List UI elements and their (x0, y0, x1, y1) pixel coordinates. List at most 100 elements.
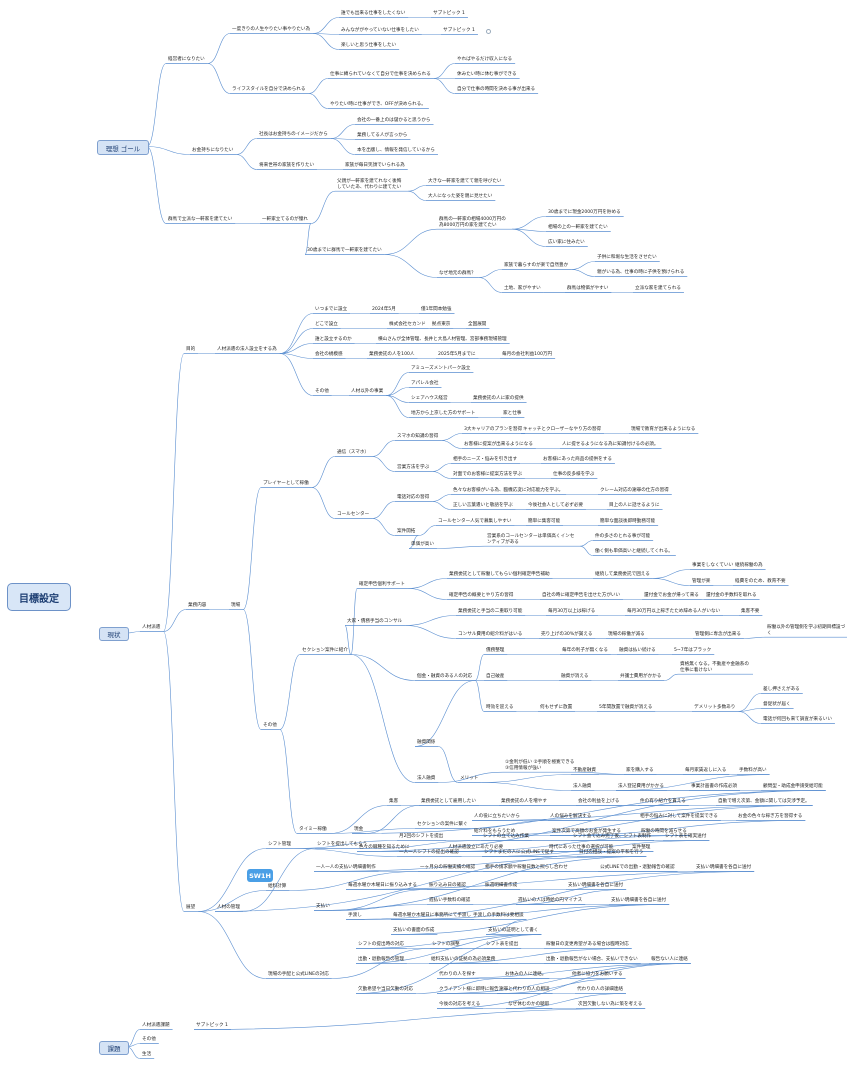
topic-node[interactable]: 30歳までに現金2000万円を貯める (548, 210, 621, 215)
topic-node[interactable]: 法人融資 (417, 776, 436, 781)
topic-node[interactable]: 人材以外の事業 (351, 389, 384, 394)
topic-node[interactable]: 事業をしなくていい (692, 563, 734, 568)
topic-node[interactable]: ①金利が低い ②手順を極寛できる ③信用情報が強い (505, 760, 575, 771)
topic-node[interactable]: 手数料が高い (739, 768, 767, 773)
topic-node[interactable]: 還付金でお金が帰って来る (644, 593, 699, 598)
topic-node[interactable]: 管理が楽 (692, 579, 711, 584)
topic-node[interactable]: 営業方法を学ぶ (397, 465, 430, 470)
topic-node[interactable]: 人に提せるようになる為に知識付けるの必須。 (562, 442, 659, 447)
topic-node[interactable]: 簡単な面談後即時勤務可能 (600, 519, 656, 524)
topic-node[interactable]: 案件次第で高額のお金が発生する (552, 829, 621, 834)
topic-node[interactable]: シフトを提出してもらう (317, 842, 368, 847)
topic-node[interactable]: 月2回のシフトを提出 (399, 834, 444, 839)
topic-node[interactable]: コールセンター人気で募集しやすい (438, 519, 512, 524)
topic-node[interactable]: 毎週水曜か木曜日に事務所にて手渡し (393, 913, 472, 918)
topic-node[interactable]: 通信（スマホ） (337, 450, 370, 455)
topic-node[interactable]: やりたい時に仕事ができ、OFFが決められる。 (330, 102, 426, 107)
topic-node[interactable]: 群馬の一軒家の相場4000万円の為8000万円の家を建てたい (439, 217, 506, 228)
topic-node[interactable]: 電話が何回も来て調査が来るいい (763, 717, 832, 722)
topic-node[interactable]: 融資は払い続ける (619, 648, 656, 653)
topic-node[interactable]: 現場で教育が出来るようになる (631, 427, 696, 432)
topic-node[interactable]: 3大キャリアのプランを習得 (464, 427, 523, 432)
topic-node[interactable]: お客様に提案が出来るようになる (464, 442, 533, 447)
topic-node[interactable]: 振り込み日の確認 (429, 883, 466, 888)
topic-node[interactable]: 広い家に住みたい (548, 240, 585, 245)
category-ideal[interactable]: 理想 ゴール (97, 140, 149, 155)
topic-node[interactable]: 件の有り紹介を貰える (640, 799, 686, 804)
topic-node[interactable]: その他 (315, 389, 329, 394)
topic-node[interactable]: 本を出版し、情報を発信しているから (357, 148, 435, 153)
topic-node[interactable]: 一軒家立てるのが憧れ (262, 217, 308, 222)
topic-node[interactable]: 今後の対応を考える (439, 1002, 481, 1007)
topic-node[interactable]: セクション案件に紹介 (302, 648, 348, 653)
topic-node[interactable]: 件の多さのとれる事が可能 (595, 534, 651, 539)
topic-node[interactable]: 土地、家がやすい (504, 286, 541, 291)
topic-node[interactable]: デメリット多数あり (694, 705, 736, 710)
topic-node[interactable]: 父親が一軒家を建てれなく後悔していたあ、代わりに建てたい (337, 179, 402, 190)
topic-node[interactable]: 差し押さえがある (763, 687, 800, 692)
topic-node[interactable]: 売り上げの30%が貰える (541, 632, 593, 637)
topic-node[interactable]: 出勤・退勤報告がない場合、支払いできない (546, 957, 638, 962)
topic-node[interactable]: 2024年5月 (372, 307, 396, 312)
topic-node[interactable]: 2025年5月までに (438, 352, 476, 357)
topic-node[interactable]: 群馬は物価がやすい (567, 286, 609, 291)
topic-node[interactable]: 確定申告の概要とやり方の習得 (449, 593, 514, 598)
topic-node[interactable]: 自己破産 (486, 674, 505, 679)
topic-node[interactable]: 親がいる為、仕事の時に子供を預けられる (597, 270, 685, 275)
topic-node[interactable]: 次回欠勤しない為に策を考える (578, 1002, 643, 1007)
topic-node[interactable]: 相手のニーズ・悩みを引き出す (453, 457, 518, 462)
topic-node[interactable]: 社長はお金持ちのイメージだから (259, 132, 328, 137)
topic-node[interactable]: なぜ地元の群馬？ (439, 271, 476, 276)
topic-node[interactable]: セクションの案件に繋ぐ (417, 822, 468, 827)
topic-node[interactable]: 一人一人シフトの提出の確認 (399, 850, 459, 855)
topic-node[interactable]: 現場の稼働が減る (608, 632, 645, 637)
topic-node[interactable]: 資格無くなる。不動産や金融系の仕事に着けない (680, 662, 749, 673)
topic-node[interactable]: 株式会社セカンド (389, 322, 426, 327)
topic-node[interactable]: 僅1年間本勉強 (421, 307, 452, 312)
topic-node[interactable]: 人の役に立ちたいから (474, 814, 520, 819)
topic-node[interactable]: 債務整理 (486, 648, 505, 653)
topic-node[interactable]: 30歳までに群馬で一軒家を建てたい (307, 248, 382, 253)
topic-node[interactable]: 業務委託として雇用したい (421, 799, 476, 804)
topic-node[interactable]: 業務委託の人に家の提供 (473, 396, 524, 401)
topic-node[interactable]: 相場の上の一軒家を建てたい (548, 225, 608, 230)
topic-node[interactable]: 将来世帯の家族を作りたい (259, 163, 315, 168)
topic-node[interactable]: 公式LINEでの出勤・退勤報告の確認 (600, 865, 675, 870)
topic-node[interactable]: 大きな一軒家を建てて親を呼びたい (428, 179, 502, 184)
topic-node[interactable]: 一ヶ月分の稼働実績の確認 (420, 865, 476, 870)
topic-node[interactable]: 時代にあった仕事の選択が可能 (549, 845, 614, 850)
topic-node[interactable]: 業務委託として稼働してもらい個利確定申告補助 (449, 572, 550, 577)
topic-node[interactable]: 簡単に集客可能 (528, 519, 561, 524)
topic-node[interactable]: 業務内容 (188, 603, 207, 608)
topic-node[interactable]: 楽しいと思う仕事をしたい (341, 43, 397, 48)
topic-node[interactable]: 今後社会人として必ず必要 (528, 503, 583, 508)
topic-node[interactable]: 拠点東京 (432, 322, 451, 327)
topic-node[interactable]: シフトまだの人に公式LINEで促す (484, 850, 554, 855)
topic-node[interactable]: 継続稼働の為 (735, 563, 763, 568)
topic-node[interactable]: 5年間放置で融資が消える (599, 705, 653, 710)
topic-node[interactable]: 手渡し (348, 913, 362, 918)
topic-node[interactable]: 地方から上京した方のサポート (411, 411, 476, 416)
topic-node[interactable]: 人材の管理 (217, 905, 240, 910)
topic-node[interactable]: 案件整理 (632, 845, 651, 850)
topic-node[interactable]: 週払い手数料の確認 (429, 898, 471, 903)
topic-node[interactable]: 対面でのお客様に提案方法を学ぶ (453, 472, 522, 477)
topic-node[interactable]: シフトの提出時の対応 (358, 942, 404, 947)
topic-node[interactable]: 支払いの書面の作成 (393, 928, 435, 933)
topic-node[interactable]: 毎週水曜か木曜日に振り込みする (348, 883, 417, 888)
topic-node[interactable]: 家と仕事 (503, 411, 522, 416)
topic-node[interactable]: 融資関係 (417, 740, 436, 745)
topic-node[interactable]: 法人登記費用がかかる (618, 784, 664, 789)
topic-node[interactable]: 給料支払いの証拠の為必須業務 (431, 957, 496, 962)
topic-node[interactable]: 大人になった姿を親に見せたい (428, 194, 493, 199)
topic-node[interactable]: その他 (263, 723, 277, 728)
topic-node[interactable]: 支払い明細書を各自に送付 (611, 898, 667, 903)
category-current[interactable]: 現状 (99, 627, 129, 641)
topic-node[interactable]: 誰と設立するのか (315, 337, 352, 342)
topic-node[interactable]: シェアハウス経営 (411, 396, 448, 401)
topic-node[interactable]: 人材派遣 (142, 625, 161, 630)
topic-node[interactable]: 人の悩みを解決する (550, 814, 592, 819)
topic-node[interactable]: 欠勤希望や当日欠勤の対応 (358, 987, 414, 992)
topic-node[interactable]: 単価が高い (411, 542, 434, 547)
topic-node[interactable]: 集客不要 (741, 609, 760, 614)
